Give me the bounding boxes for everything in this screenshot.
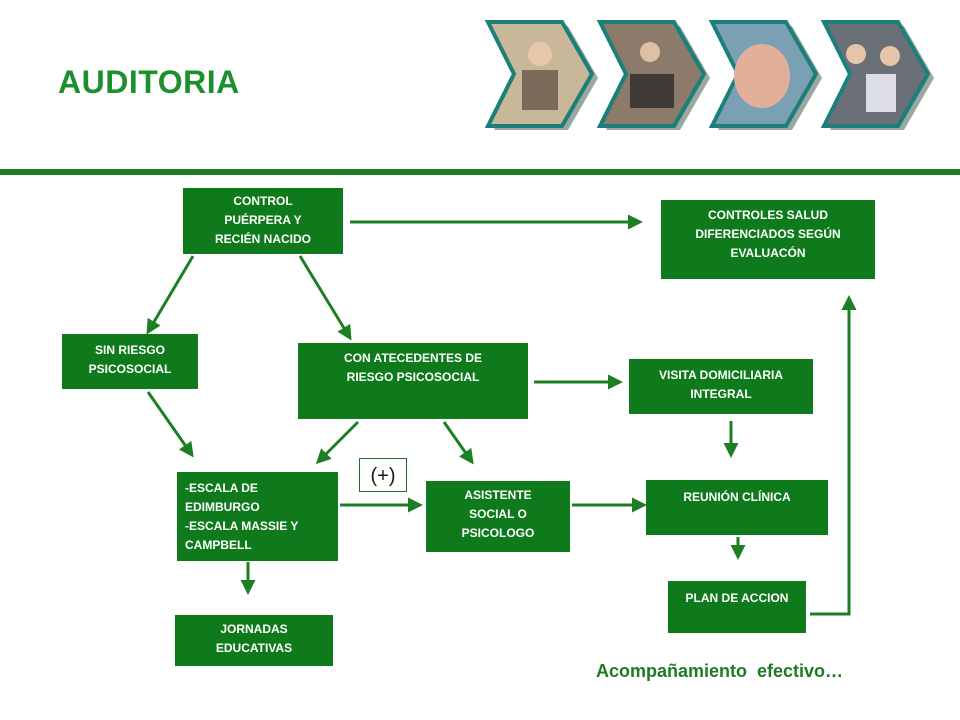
footer-tagline: Acompañamiento efectivo…	[596, 661, 844, 681]
node-escalas: -ESCALA DE EDIMBURGO -ESCALA MASSIE Y CA…	[177, 472, 338, 561]
photo-chevron-2	[596, 20, 710, 130]
page-title: AUDITORIA	[58, 64, 240, 100]
photo-chevron-1	[484, 20, 598, 130]
node-sin-riesgo: SIN RIESGO PSICOSOCIAL	[62, 334, 198, 389]
node-asistente-social: ASISTENTE SOCIAL O PSICOLOGO	[426, 481, 570, 552]
plus-indicator: (+)	[359, 458, 407, 492]
node-visita-domiciliaria: VISITA DOMICILIARIA INTEGRAL	[629, 359, 813, 414]
node-plan-accion: PLAN DE ACCION	[668, 581, 806, 633]
node-controles-salud: CONTROLES SALUD DIFERENCIADOS SEGÚN EVAL…	[661, 200, 875, 279]
arrow-con-antecedentes-to-asistente	[442, 421, 474, 465]
header-divider	[0, 169, 960, 175]
arrow-sin-riesgo-to-escala	[146, 391, 194, 458]
arrow-plan-to-controles	[810, 295, 857, 616]
node-reunion-clinica: REUNIÓN CLÍNICA	[646, 480, 828, 535]
photo-banner	[484, 20, 934, 130]
node-control-puerpera: CONTROL PUÉRPERA Y RECIÉN NACIDO	[183, 188, 343, 254]
node-jornadas-educativas: JORNADAS EDUCATIVAS	[175, 615, 333, 666]
arrow-control-to-con-antecedentes	[298, 255, 352, 341]
arrow-control-to-sin-riesgo	[146, 255, 195, 335]
node-con-antecedentes: CON ATECEDENTES DE RIESGO PSICOSOCIAL	[298, 343, 528, 419]
arrow-con-antecedentes-to-escala	[315, 420, 360, 465]
photo-chevron-3	[708, 20, 822, 130]
photo-chevron-4	[820, 20, 934, 130]
